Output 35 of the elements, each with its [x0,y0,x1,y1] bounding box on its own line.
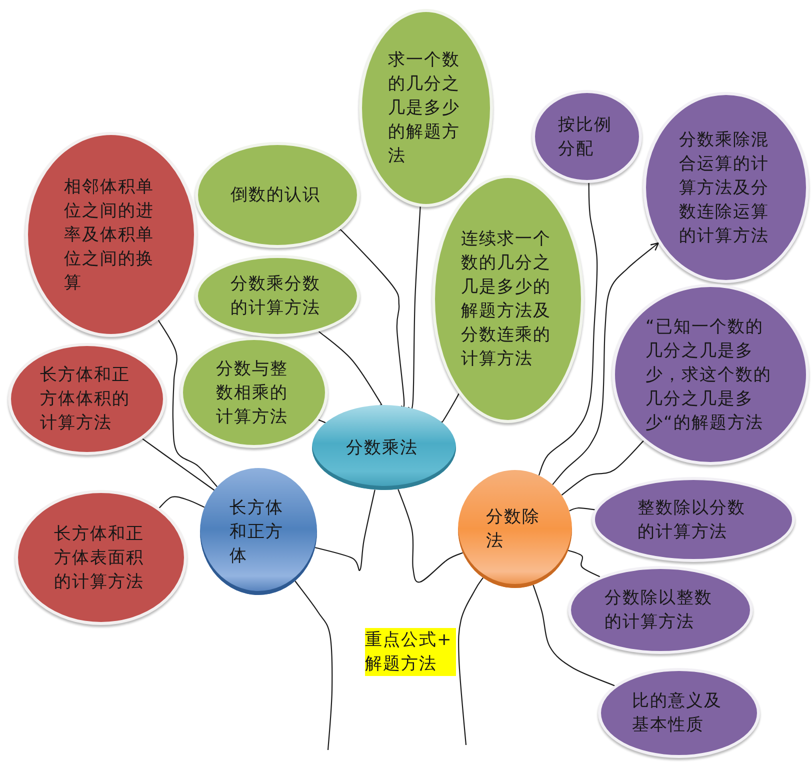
topic-text: 分数乘法 [346,436,419,460]
topic-text: 长方体和正方体表面积的计算方法 [54,522,145,594]
arrow [552,242,659,485]
topic-text: 长方体和正方体体积的计算方法 [40,364,131,435]
connector-line [458,577,484,746]
connector-line [314,490,376,571]
topic-text: 按比例分配 [558,114,613,160]
connector-line [398,489,463,583]
topic-text: 整数除以分数的计算方法 [638,496,746,544]
topic-text: 分数除法 [486,506,541,553]
topic-text: 比的意义及基本性质 [632,690,723,737]
connector-line [338,228,405,408]
connector-line [569,507,595,512]
connector-line [318,331,382,406]
connector-line [568,550,600,578]
connector-line [408,206,421,410]
topic-text: “已知一个数的几分之几是多少，求这个数的几分之几是多少“的解题方法 [646,316,772,434]
topic-text: 分数乘除混合运算的计算方法及分数连除运算的计算方法 [679,128,770,248]
connector-line [294,580,333,750]
connector-line [158,320,218,488]
topic-text: 分数除以整数的计算方法 [604,587,714,634]
topic-text: 求一个数的几分之几是多少的解题方法 [388,49,461,168]
topic-text: 倒数的认识 [230,184,322,207]
topic-text: 连续求一个数的几分之几是多少的解题方法及分数连乘的计算方法 [461,228,552,371]
connector-line [158,496,205,508]
topic-text: 相邻体积单位之间的进率及体积单位之间的换算 [64,176,155,294]
connector-line [561,440,644,496]
topic-text: 分数与整数相乘的计算方法 [216,358,289,428]
connector-line [318,419,326,424]
topic-text: 长方体和正方体 [230,496,284,568]
connector-line [440,393,460,424]
highlighted-note: 重点公式+解题方法 [365,628,456,676]
topic-text: 分数乘分数的计算方法 [230,273,322,320]
connector-line [538,182,598,476]
connector-line [532,584,615,686]
